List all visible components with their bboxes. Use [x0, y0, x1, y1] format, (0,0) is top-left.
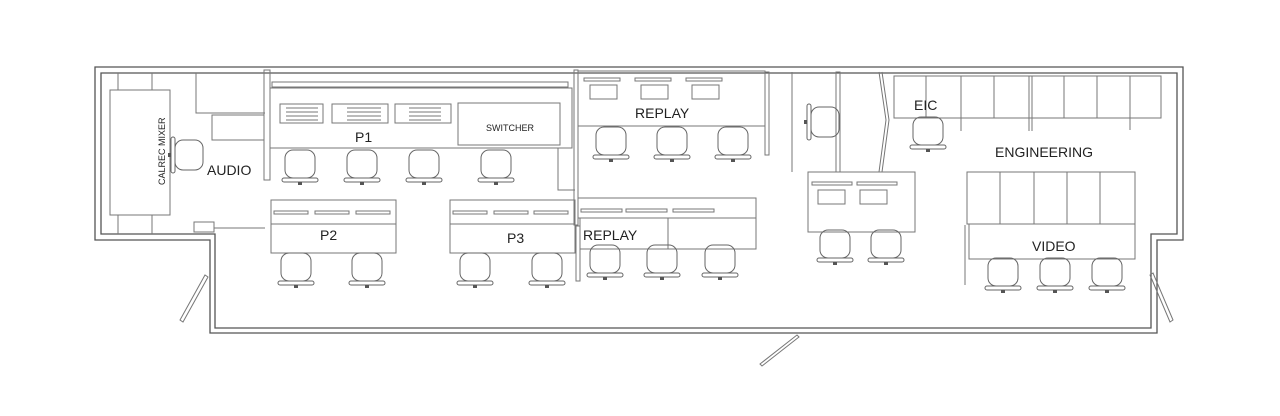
chair-icon — [277, 252, 315, 288]
engineering-label: ENGINEERING — [995, 144, 1093, 160]
door-right — [1149, 272, 1174, 323]
p3-label: P3 — [507, 230, 524, 246]
chair-icon — [168, 136, 204, 174]
chair-icon — [343, 149, 381, 185]
chair-icon — [909, 116, 947, 152]
door-bottom — [759, 334, 800, 367]
replay-bottom-desk: REPLAY — [577, 197, 757, 250]
chair-icon — [477, 149, 515, 185]
chair-icon — [714, 126, 752, 162]
chair-icon — [643, 244, 681, 280]
replay-top-label: REPLAY — [635, 105, 690, 121]
chair-icon — [867, 229, 905, 265]
chair-icon — [1088, 257, 1126, 293]
chair-icon — [348, 252, 386, 288]
p2-label: P2 — [320, 227, 337, 243]
p2-desk: P2 — [270, 199, 397, 254]
chair-icon — [1036, 257, 1074, 293]
chair-icon — [592, 126, 630, 162]
replay-top-desk: REPLAY — [577, 70, 770, 156]
engineering-area: EIC ENGINEERING VIDEO — [893, 75, 1162, 285]
p1-label: P1 — [355, 129, 372, 145]
switcher-label: SWITCHER — [486, 123, 534, 133]
replay-bottom-label: REPLAY — [583, 227, 638, 243]
chair-icon — [701, 244, 739, 280]
chair-icon — [653, 126, 691, 162]
switcher-panel — [457, 102, 561, 146]
p3-desk: P3 — [449, 199, 576, 254]
doors — [179, 272, 1174, 367]
audio-room-label: AUDIO — [207, 162, 251, 178]
center-desk — [791, 71, 916, 233]
chair-icon — [804, 103, 840, 141]
chair-icon — [528, 252, 566, 288]
video-label: VIDEO — [1032, 238, 1076, 254]
chairs — [168, 103, 1126, 293]
eic-label: EIC — [914, 97, 937, 113]
chair-icon — [456, 252, 494, 288]
outer-walls — [94, 66, 1184, 334]
chair-icon — [816, 229, 854, 265]
calrec-mixer-label: CALREC MIXER — [157, 117, 167, 185]
chair-icon — [984, 257, 1022, 293]
audio-room: CALREC MIXER AUDIO — [109, 69, 271, 234]
chair-icon — [405, 149, 443, 185]
chair-icon — [281, 149, 319, 185]
p1-production-desk: SWITCHER P1 — [269, 81, 575, 191]
door-left — [179, 274, 209, 323]
chair-icon — [586, 244, 624, 280]
